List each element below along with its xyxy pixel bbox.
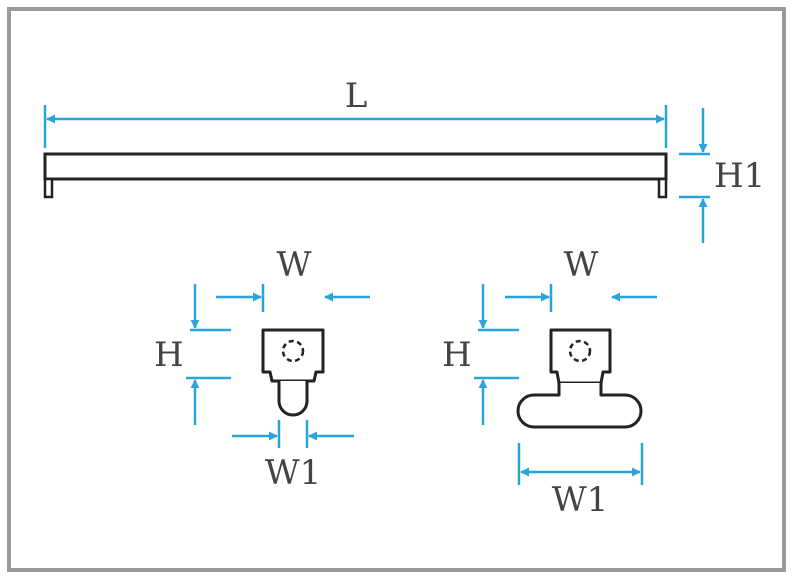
- end-height-label: H1: [714, 156, 765, 196]
- length-label: L: [345, 76, 368, 116]
- large-width-label: W: [564, 245, 599, 285]
- small-base-width-dimension: W1: [232, 420, 354, 493]
- large-profile-head: [549, 328, 612, 385]
- large-base-width-dimension: W1: [517, 443, 644, 520]
- small-width-label: W: [277, 245, 312, 285]
- bar-right-foot: [657, 177, 668, 199]
- large-base-width-label: W1: [552, 480, 609, 520]
- small-base-width-label: W1: [265, 453, 322, 493]
- small-profile-hole: [281, 339, 305, 363]
- large-height-label: H: [442, 335, 472, 375]
- small-profile: [261, 328, 325, 417]
- bar-body: [43, 152, 668, 181]
- large-profile-hole: [568, 339, 592, 363]
- bar-left-foot: [43, 177, 54, 199]
- end-height-dimension: H1: [679, 108, 765, 243]
- frame-border: [7, 7, 786, 572]
- large-profile: [516, 328, 643, 429]
- bar-side-view: [43, 152, 668, 199]
- small-height-label: H: [154, 335, 184, 375]
- large-profile-base: [516, 383, 643, 429]
- large-width-dimension: W: [505, 245, 657, 312]
- length-dimension: L: [43, 76, 668, 148]
- large-height-dimension: H: [442, 284, 519, 425]
- small-width-dimension: W: [216, 245, 370, 312]
- small-profile-stem: [277, 381, 309, 417]
- small-height-dimension: H: [154, 284, 231, 425]
- small-profile-head: [261, 328, 325, 383]
